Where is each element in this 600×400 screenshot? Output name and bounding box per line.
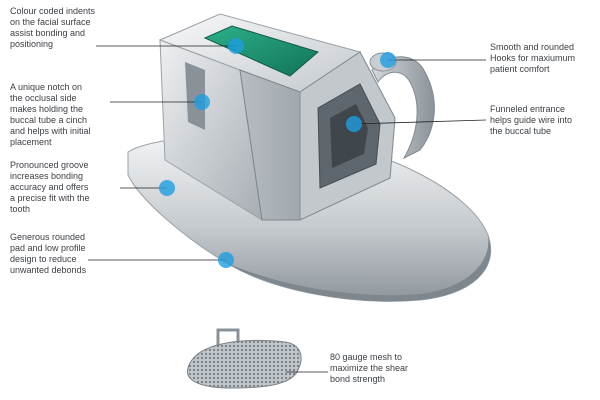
callout-dot-funneled-entrance [346,116,362,132]
leader-lines [88,45,487,373]
callout-dot-colour-coded-indents [228,38,244,54]
callout-occlusal-notch: A unique notch on the occlusal side make… [10,82,91,147]
mesh-pad [187,328,302,389]
callout-pronounced-groove: Pronounced groove increases bonding accu… [10,160,90,214]
callout-rounded-pad: Generous rounded pad and low profile des… [10,232,87,275]
callout-dot-rounded-pad [218,252,234,268]
callout-gauge-mesh: 80 gauge mesh to maximize the shear bond… [330,352,409,384]
callout-rounded-hooks: Smooth and rounded Hooks for maxiumum pa… [490,42,576,74]
leader-line-funneled-entrance [353,119,487,125]
callout-dots [159,38,396,268]
callout-dot-rounded-hooks [380,52,396,68]
tube-body [158,13,396,221]
callout-funneled-entrance: Funneled entrance helps guide wire into … [490,104,573,136]
callout-dot-occlusal-notch [194,94,210,110]
callout-dot-pronounced-groove [159,180,175,196]
callout-colour-coded-indents: Colour coded indents on the facial surfa… [10,6,96,49]
